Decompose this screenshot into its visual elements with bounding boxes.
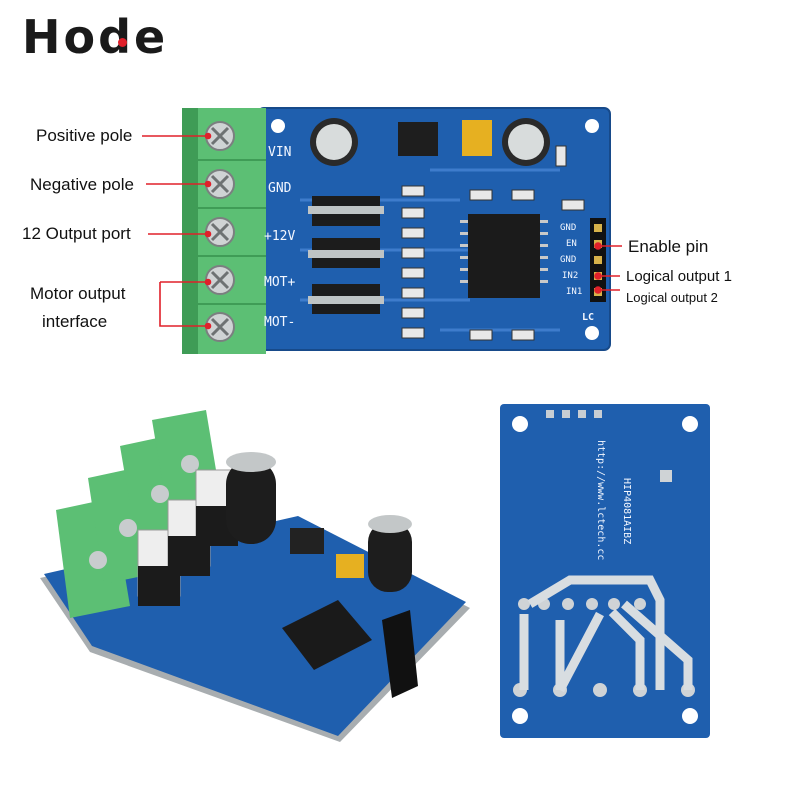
silk-gnd: GND (268, 181, 292, 196)
silk-mot-minus: MOT- (264, 315, 295, 330)
top-board-image (182, 107, 611, 354)
silk-mot-plus: MOT+ (264, 275, 295, 290)
silk-pin-gnd-2: GND (560, 255, 576, 265)
callout-motor-output: Motor output (30, 284, 126, 303)
silk-pin-en: EN (566, 239, 577, 249)
callout-enable-pin: Enable pin (628, 237, 709, 256)
callout-negative-pole: Negative pole (30, 175, 134, 194)
brand-logo-dot (118, 38, 127, 47)
brand-logo: Hode (22, 10, 169, 64)
angled-board-image (40, 410, 470, 742)
callout-logical-output-1: Logical output 1 (626, 268, 732, 285)
silk-12v: +12V (264, 229, 295, 244)
silk-pin-in2: IN2 (562, 271, 578, 281)
callout-logical-output-2: Logical output 2 (626, 290, 718, 305)
silk-pin-gnd-1: GND (560, 223, 576, 233)
callout-output-port: 12 Output port (22, 224, 131, 243)
silk-vin: VIN (268, 145, 291, 160)
callout-positive-pole: Positive pole (36, 126, 133, 145)
silk-pin-in1: IN1 (566, 287, 582, 297)
silk-back-url: http://www.lctech.cc (595, 440, 606, 560)
back-board-image (500, 404, 710, 738)
silk-logo: LC (582, 312, 594, 323)
silk-back-part: HIP4081AIBZ (621, 478, 632, 544)
callout-motor-interface: interface (42, 312, 108, 331)
